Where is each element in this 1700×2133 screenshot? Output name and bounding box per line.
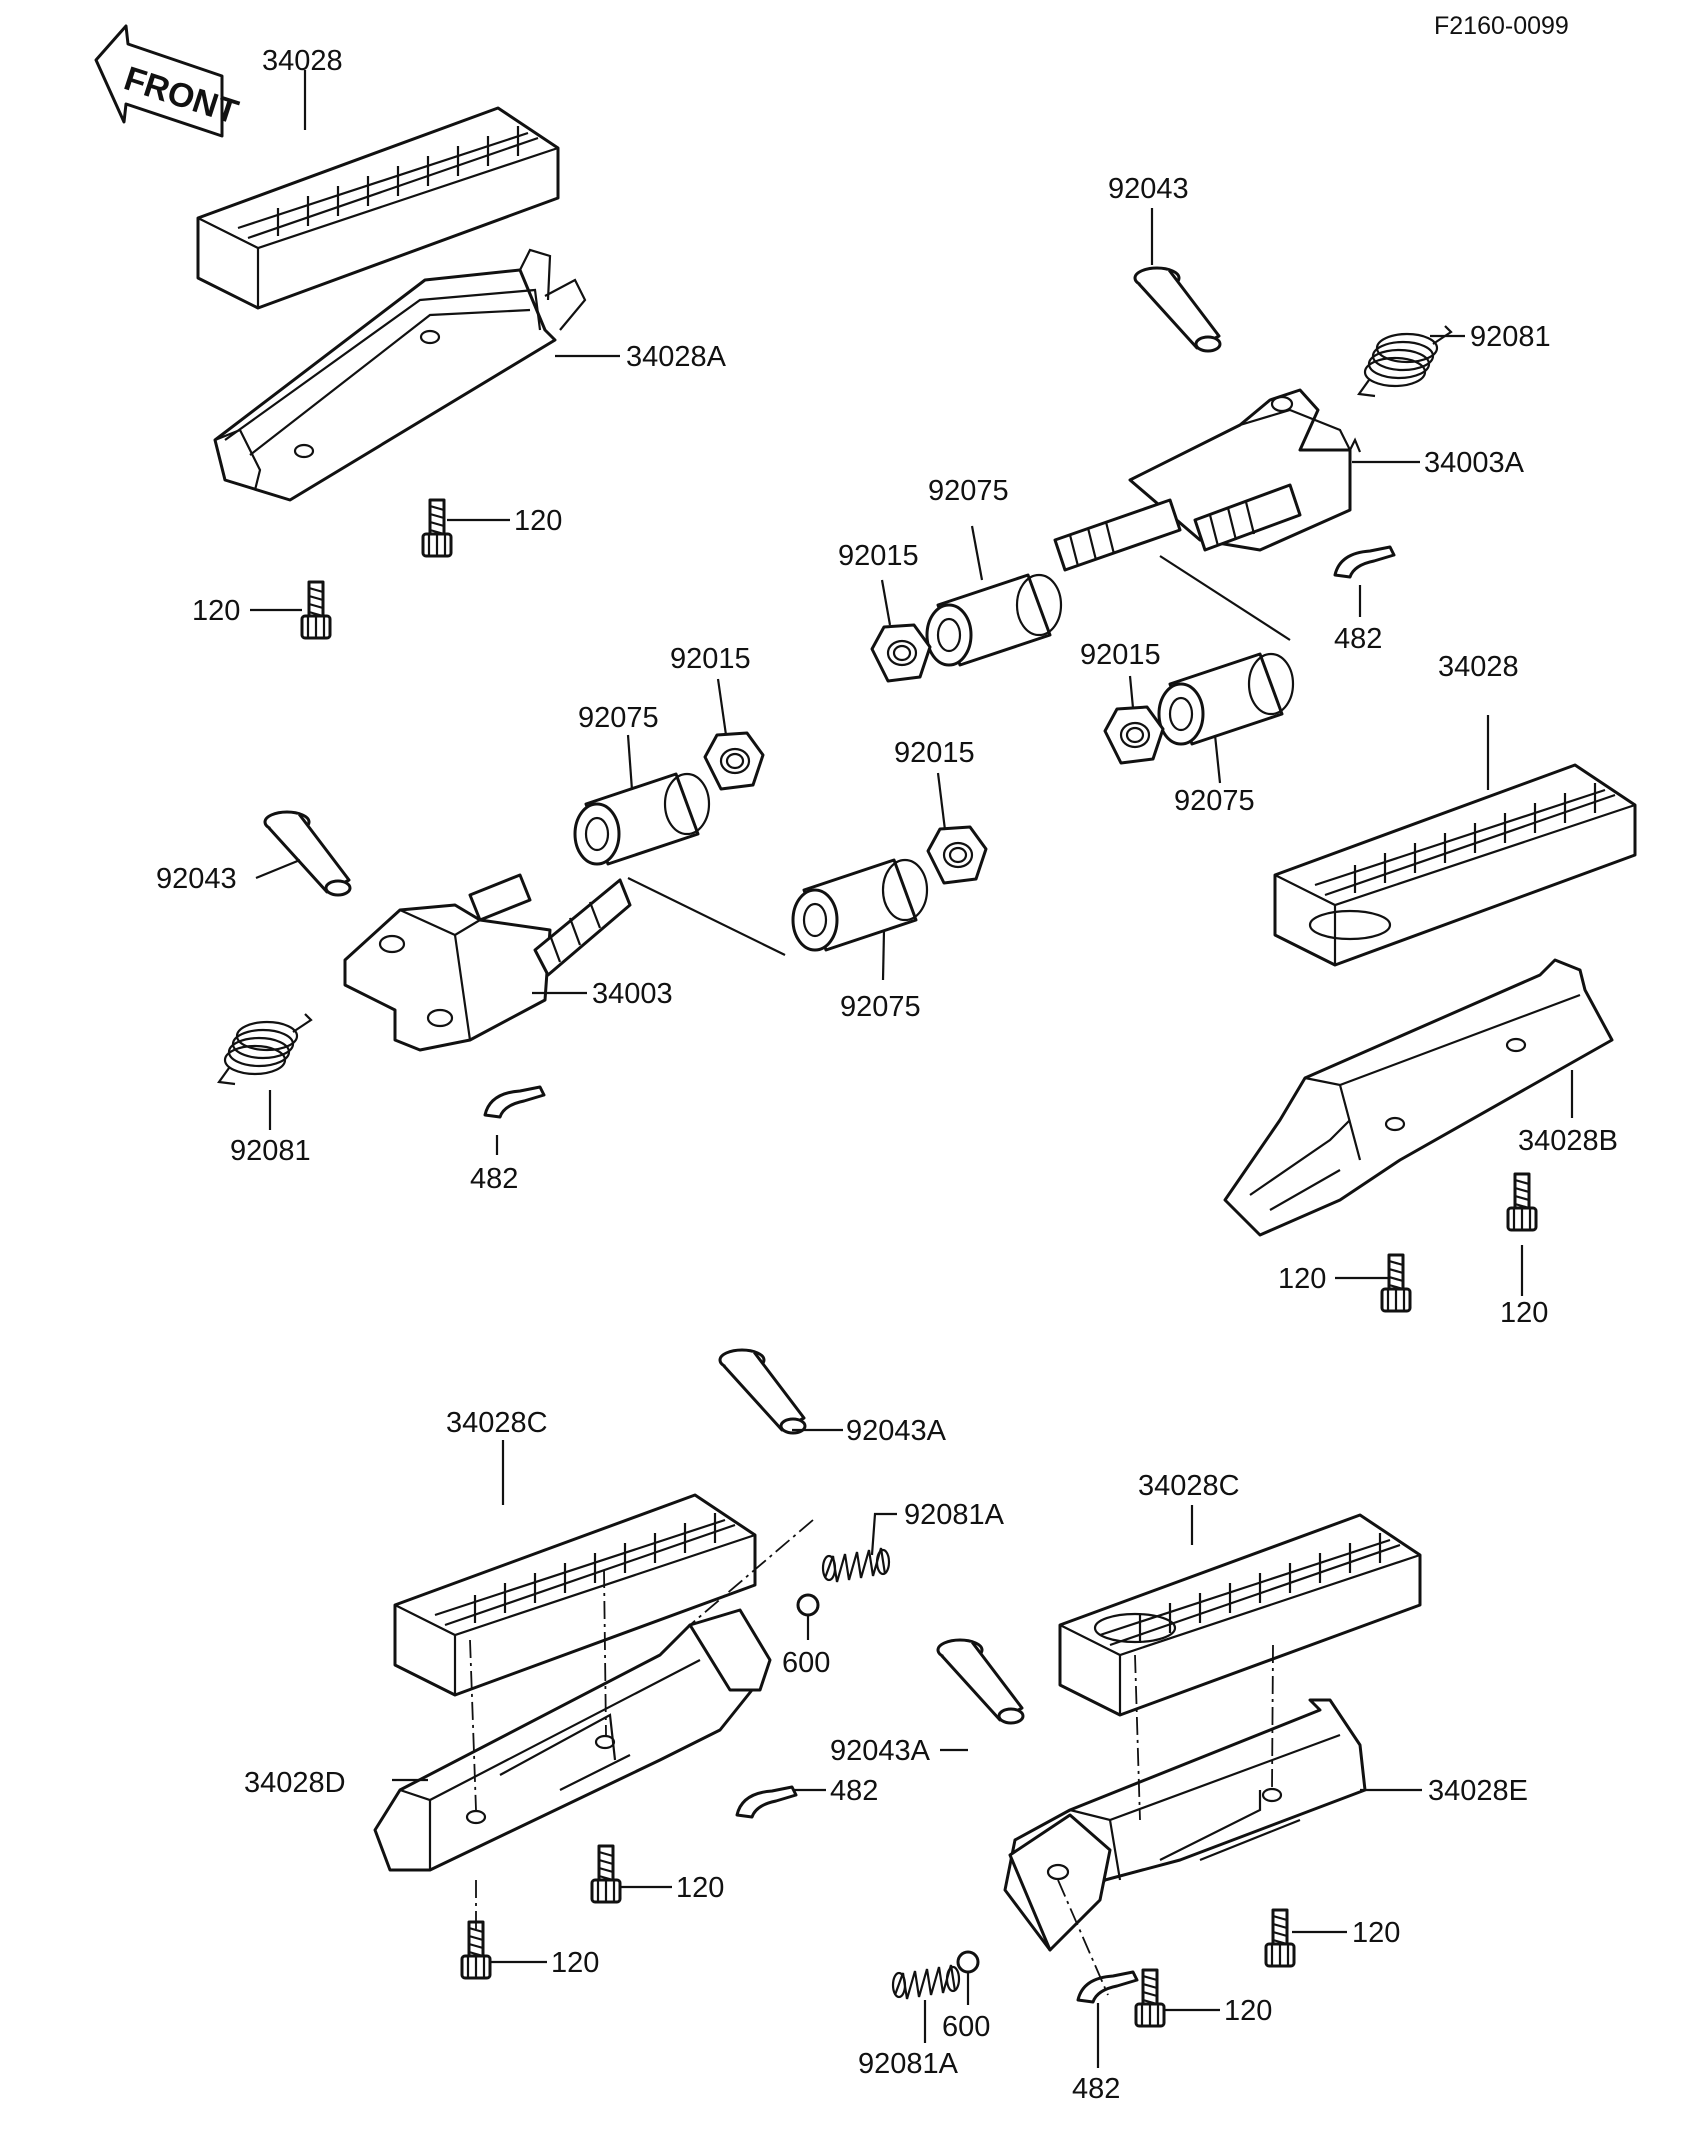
part-labels: 34028 34028A 120 120 92043 92081 34003A … bbox=[156, 45, 1618, 2105]
spring-92081A-top bbox=[821, 1546, 891, 1584]
label-92081A-bottom: 92081A bbox=[858, 2048, 959, 2080]
label-482-c: 482 bbox=[830, 1775, 878, 1807]
footpeg-front-left bbox=[213, 248, 587, 502]
footpeg-rear-left-34028D bbox=[373, 1608, 772, 1872]
nut-92015-right-top bbox=[870, 623, 932, 683]
label-34028C-left: 34028C bbox=[446, 1407, 548, 1439]
label-92043-top: 92043 bbox=[1108, 173, 1189, 205]
clip-482-bottom-left bbox=[735, 1785, 798, 1819]
label-34003: 34003 bbox=[592, 978, 673, 1010]
label-120-e: 120 bbox=[676, 1872, 724, 1904]
bolt-120-c bbox=[1506, 1172, 1538, 1232]
pin-92043A-left bbox=[718, 1348, 807, 1435]
pin-92043-right bbox=[1133, 266, 1222, 353]
bolt-120-g bbox=[1264, 1908, 1296, 1968]
bolt-120-e bbox=[590, 1844, 622, 1904]
label-92075-a: 92075 bbox=[928, 475, 1009, 507]
label-120-b: 120 bbox=[192, 595, 240, 627]
collar-92075-right-bottom bbox=[1157, 652, 1295, 746]
label-34028C-right: 34028C bbox=[1138, 1470, 1240, 1502]
label-92043A-top: 92043A bbox=[846, 1415, 947, 1447]
label-92075-c: 92075 bbox=[578, 702, 659, 734]
footpeg-bracket-34003 bbox=[343, 873, 786, 1052]
label-92075-b: 92075 bbox=[1174, 785, 1255, 817]
footpeg-rubber-right bbox=[1273, 763, 1637, 967]
front-arrow-icon: FRONT bbox=[94, 24, 243, 138]
nut-92015-right-bottom bbox=[1103, 705, 1165, 765]
label-120-g: 120 bbox=[551, 1947, 599, 1979]
label-482-b: 482 bbox=[470, 1163, 518, 1195]
ball-600-top bbox=[796, 1593, 820, 1617]
label-92081A-top: 92081A bbox=[904, 1499, 1005, 1531]
clip-482-bottom-right bbox=[1076, 1970, 1139, 2004]
label-92081-top: 92081 bbox=[1470, 321, 1551, 353]
label-92015-d: 92015 bbox=[894, 737, 975, 769]
label-120-a: 120 bbox=[514, 505, 562, 537]
label-92015-a: 92015 bbox=[838, 540, 919, 572]
label-92015-c: 92015 bbox=[670, 643, 751, 675]
spring-92081A-bottom bbox=[891, 1963, 961, 2001]
label-482-d: 482 bbox=[1072, 2073, 1120, 2105]
label-34028-right: 34028 bbox=[1438, 651, 1519, 683]
pin-92043A-right bbox=[936, 1638, 1025, 1725]
label-34028B: 34028B bbox=[1518, 1125, 1618, 1157]
pin-92043-left bbox=[263, 810, 352, 897]
leader-lines bbox=[250, 70, 1574, 2068]
bolt-120-f bbox=[460, 1920, 492, 1980]
label-600-top: 600 bbox=[782, 1647, 830, 1679]
footpeg-rear-right bbox=[1223, 958, 1614, 1237]
label-92081-left: 92081 bbox=[230, 1135, 311, 1167]
label-92075-d: 92075 bbox=[840, 991, 921, 1023]
nut-92015-left-top bbox=[703, 731, 765, 791]
diagram-code: F2160-0099 bbox=[1434, 12, 1569, 40]
label-482-a: 482 bbox=[1334, 623, 1382, 655]
label-92043A-bottom: 92043A bbox=[830, 1735, 931, 1767]
bolt-120-d bbox=[1380, 1253, 1412, 1313]
label-92015-b: 92015 bbox=[1080, 639, 1161, 671]
label-120-d: 120 bbox=[1500, 1297, 1548, 1329]
bolt-120-a bbox=[421, 498, 453, 558]
collar-92075-left-top bbox=[573, 772, 711, 866]
label-92043-left: 92043 bbox=[156, 863, 237, 895]
label-34028A: 34028A bbox=[626, 341, 727, 373]
label-600-bottom: 600 bbox=[942, 2011, 990, 2043]
label-120-c: 120 bbox=[1278, 1263, 1326, 1295]
label-34028E: 34028E bbox=[1428, 1775, 1528, 1807]
clip-482-right bbox=[1333, 545, 1396, 579]
collar-92075-right-top bbox=[925, 573, 1063, 667]
footpeg-rear-right-34028E bbox=[1003, 1698, 1367, 1952]
footpeg-bracket-34003A bbox=[1053, 388, 1362, 641]
spring-92081-left bbox=[217, 1012, 313, 1086]
label-34003A: 34003A bbox=[1424, 447, 1525, 479]
nut-92015-left-bottom bbox=[926, 825, 988, 885]
collar-92075-left-bottom bbox=[791, 858, 929, 952]
label-34028-top-left: 34028 bbox=[262, 45, 343, 77]
ball-600-bottom bbox=[956, 1950, 980, 1974]
label-120-h: 120 bbox=[1224, 1995, 1272, 2027]
label-120-f: 120 bbox=[1352, 1917, 1400, 1949]
clip-482-left bbox=[483, 1085, 546, 1119]
bolt-120-h bbox=[1134, 1968, 1166, 2028]
bolt-120-b bbox=[300, 580, 332, 640]
label-34028D: 34028D bbox=[244, 1767, 346, 1799]
